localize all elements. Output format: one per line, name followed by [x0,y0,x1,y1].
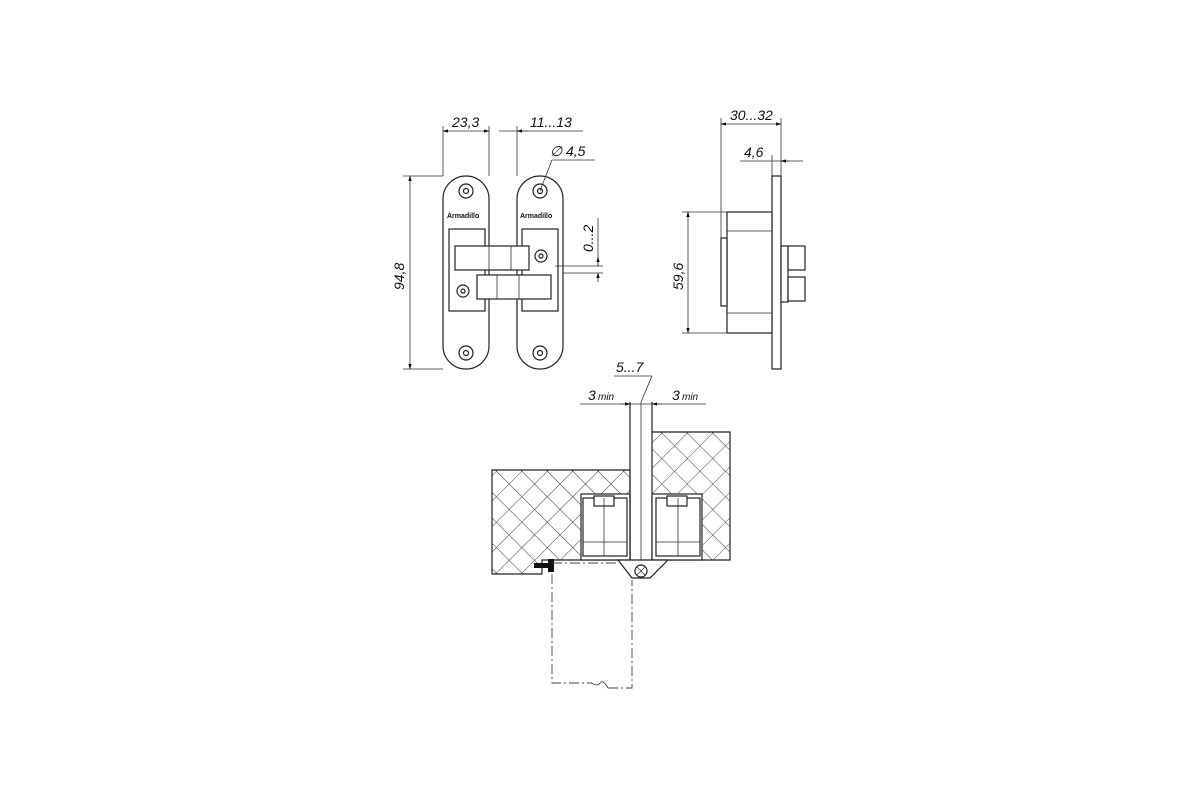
dim-plate-thickness-label: 4,6 [744,144,764,160]
dim-height: 94,8 [391,175,443,370]
dim-gap-label: 5...7 [616,359,644,375]
dim-min-left-value: 3 [588,387,596,403]
side-view: 30...32 4,6 59,6 [670,107,806,370]
door-open-position [551,574,633,689]
dim-front-width-label: 23,3 [451,114,479,130]
brand-label-left: Armadillo [447,213,479,220]
brand-label-right: Armadillo [520,213,552,220]
pivot-knuckle [616,559,670,579]
dim-min-right-value: 3 [672,387,680,403]
hinge-body-right [655,495,701,557]
dim-vertical-adjust: 0...2 [555,218,603,282]
front-view: Armadillo Armadillo [391,114,603,370]
dim-gap: 5...7 [614,359,653,403]
dim-height-label: 94,8 [391,263,407,290]
hinge-body-left [582,495,628,557]
dim-vertical-adjust-label: 0...2 [580,225,596,252]
dim-min-right: 3 min [641,387,706,406]
dim-body-height-label: 59,6 [670,263,686,290]
dim-hole-diameter: ∅ 4,5 [539,143,595,192]
dim-plate-thickness: 4,6 [740,144,803,176]
right-leaf: Armadillo [516,175,564,370]
door-handle-icon [534,559,554,572]
dim-min-left-unit: min [598,392,615,403]
diameter-symbol: ∅ [550,143,563,159]
dim-mount-range-label: 11...13 [530,114,572,130]
dim-depth-range-label: 30...32 [730,107,773,123]
dim-min-left: 3 min [580,387,641,406]
left-leaf: Armadillo [442,175,490,370]
dim-depth-range: 30...32 [720,107,782,238]
dim-mount-range: 11...13 [499,114,583,176]
dim-min-right-unit: min [682,392,699,403]
dim-front-width: 23,3 [442,114,490,176]
dim-body-height: 59,6 [670,211,727,334]
hinge-arms [454,245,552,300]
section-view: 5...7 3 min 3 min [491,359,731,689]
dim-hole-diameter-label: 4,5 [566,143,586,159]
